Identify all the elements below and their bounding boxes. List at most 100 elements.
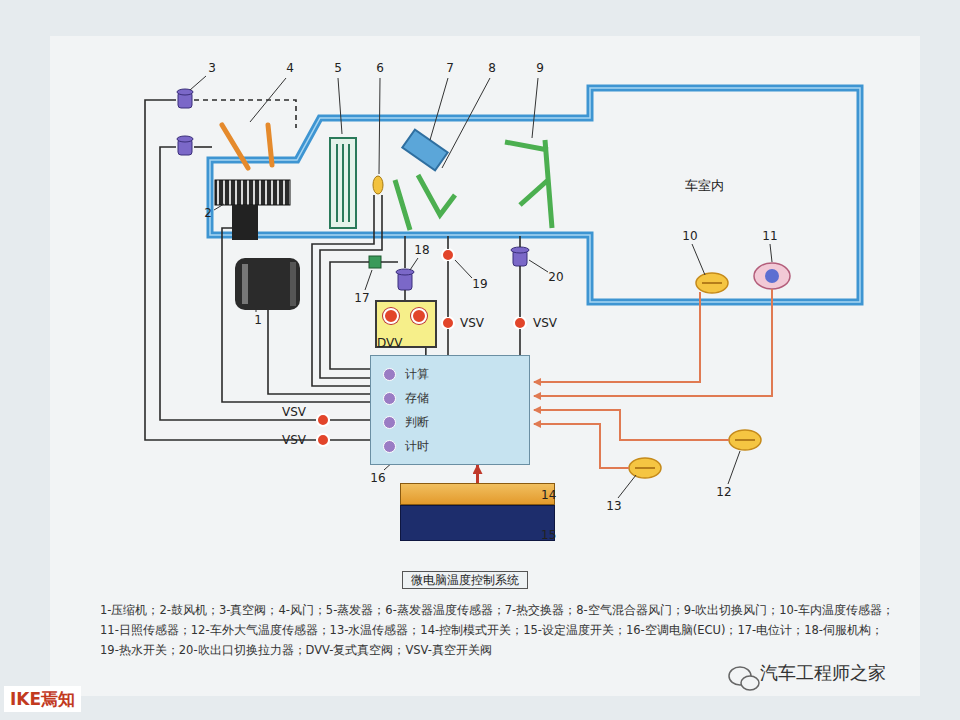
- servo: [396, 269, 414, 275]
- indicator-dot: [383, 392, 396, 405]
- callout-number: 3: [208, 61, 216, 75]
- evaporator-sensor: [373, 176, 383, 194]
- sensor-wire: [534, 289, 772, 396]
- ecu-function: 计时: [405, 434, 521, 458]
- wire: [330, 262, 398, 369]
- valve-port: [383, 308, 399, 324]
- node-label: 15: [541, 528, 556, 542]
- connector: [476, 465, 479, 483]
- blower: [232, 205, 258, 240]
- hot-water-switch: [442, 249, 454, 261]
- sun-sensor: [754, 263, 790, 289]
- watermark: 汽车工程师之家: [760, 666, 886, 680]
- compressor: [290, 262, 296, 306]
- dual-vacuum-valve: DVV: [375, 300, 437, 348]
- ecu-row: 计时: [405, 434, 521, 458]
- wire: [519, 236, 521, 355]
- callout-number: 6: [376, 61, 384, 75]
- wechat-icon: [729, 667, 759, 690]
- callout-number: 1: [254, 313, 262, 327]
- air-door: [222, 125, 248, 168]
- evaporator: [330, 138, 356, 228]
- wire: [222, 228, 370, 402]
- wire: [194, 146, 212, 148]
- compressor: [242, 264, 248, 304]
- wire: [145, 100, 370, 440]
- signal-name: VSV: [282, 433, 306, 447]
- blow-switch-door: [505, 140, 552, 228]
- vsv-valve: [317, 434, 329, 446]
- caption: 微电脑温度控制系统: [402, 571, 528, 589]
- callout-number: 7: [446, 61, 454, 75]
- mode-switch: 14: [400, 483, 555, 505]
- duct: [210, 88, 860, 302]
- signal-name: VSV: [533, 316, 557, 330]
- callout-number: 10: [682, 229, 697, 243]
- air-door: [222, 125, 272, 168]
- watermark: IKE焉知: [4, 686, 81, 712]
- sensor-wire: [534, 289, 772, 468]
- vacuum-valve: [177, 136, 193, 142]
- signal-name: VSV: [282, 405, 306, 419]
- leader-line: [190, 76, 538, 174]
- indicator-dot: [383, 416, 396, 429]
- callout-number: 16: [370, 471, 385, 485]
- connector: [425, 348, 427, 355]
- pull-actuator: [511, 247, 529, 266]
- callout-number: 4: [286, 61, 294, 75]
- vsv-valve: [317, 414, 329, 426]
- indicator-dot: [383, 440, 396, 453]
- callout-number: 19: [472, 277, 487, 291]
- callout-number: 17: [354, 291, 369, 305]
- evaporator: [330, 138, 356, 228]
- heat-exchanger: [402, 130, 447, 171]
- ecu-function: 存储: [405, 386, 521, 410]
- callout-number: 18: [414, 243, 429, 257]
- callout-number: 12: [716, 485, 731, 499]
- pull-actuator: [511, 247, 529, 253]
- servo: [396, 269, 414, 290]
- sensor-wire: [534, 292, 700, 382]
- air-door: [268, 125, 272, 165]
- leader-line: [214, 204, 772, 312]
- node-label: DVV: [377, 336, 402, 350]
- set-temp-switch: 15: [400, 505, 555, 541]
- signal-name: VSV: [460, 316, 484, 330]
- blower: [215, 180, 290, 240]
- sun-sensor: [765, 269, 779, 283]
- callout-number: 11: [762, 229, 777, 243]
- callout-number: 2: [204, 206, 212, 220]
- callout-number: 8: [488, 61, 496, 75]
- ecu-row: 存储: [405, 386, 521, 410]
- leader-line: [190, 76, 772, 498]
- sun-sensor: [754, 263, 790, 289]
- callout-number: 20: [548, 270, 563, 284]
- panel: [50, 36, 920, 696]
- ecu-function: 计算: [405, 362, 521, 386]
- wire: [160, 147, 370, 420]
- potentiometer: [369, 256, 381, 268]
- duct: [210, 88, 860, 302]
- parts-key: 1-压缩机；2-鼓风机；3-真空阀；4-风门；5-蒸发器；6-蒸发器温度传感器；…: [100, 600, 900, 660]
- indicator-dot: [383, 368, 396, 381]
- compressor: [235, 258, 300, 310]
- ecu-box: 计算存储判断计时: [370, 355, 530, 465]
- duct: [210, 88, 860, 302]
- wire: [268, 310, 370, 394]
- ecu-row: 计算: [405, 362, 521, 386]
- cabin-region: 车室内: [593, 91, 857, 299]
- ecu-row: 判断: [405, 410, 521, 434]
- vsv-valve: [442, 317, 454, 329]
- wechat-icon: [741, 676, 759, 690]
- node-label: 车室内: [685, 177, 724, 195]
- wire: [312, 195, 374, 386]
- callout-number: 5: [334, 61, 342, 75]
- vacuum-valve: [177, 89, 193, 155]
- blower: [215, 180, 290, 205]
- sensor: [629, 273, 761, 478]
- ecu-function: 判断: [405, 410, 521, 434]
- callout-number: 13: [606, 499, 621, 513]
- vsv-valve: [514, 317, 526, 329]
- callout-number: 9: [536, 61, 544, 75]
- node-label: 14: [541, 488, 556, 502]
